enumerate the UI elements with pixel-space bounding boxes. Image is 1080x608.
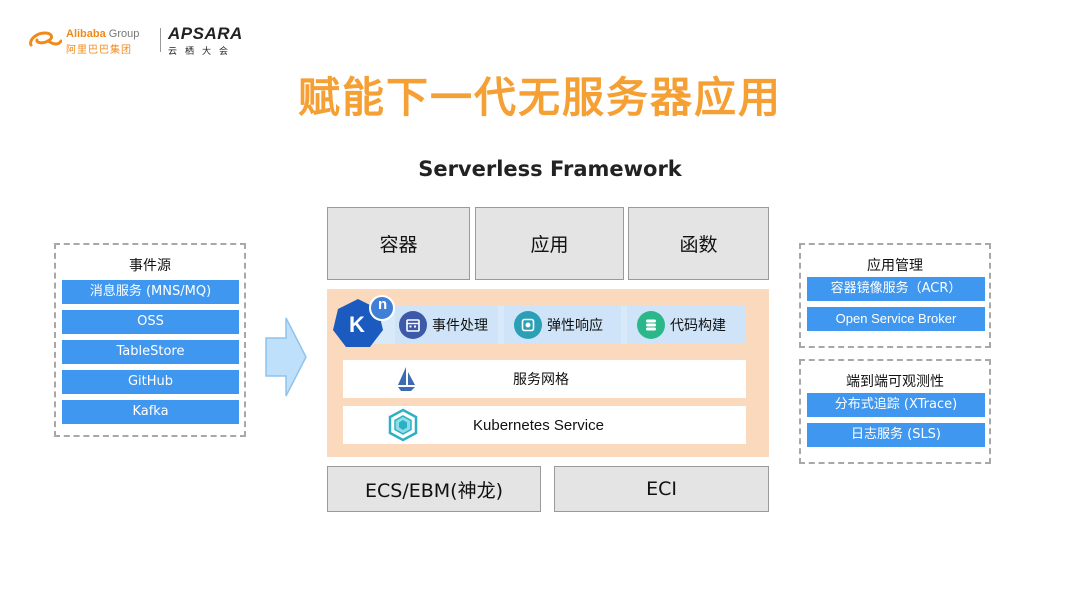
event-source-item: OSS xyxy=(62,310,239,334)
observability-item: 分布式追踪 (XTrace) xyxy=(807,393,985,417)
observability-title: 端到端可观测性 xyxy=(846,374,944,390)
event-source-item: Kafka xyxy=(62,400,239,424)
service-mesh-row: 服务网格 xyxy=(343,360,746,398)
container-box: 容器 xyxy=(327,207,470,280)
istio-sail-icon xyxy=(398,367,415,391)
feature-label: 代码构建 xyxy=(670,318,726,334)
eci-box: ECI xyxy=(554,466,769,512)
kubernetes-service-icon xyxy=(388,408,418,442)
app-management-item: Open Service Broker xyxy=(807,307,985,331)
event-source-title: 事件源 xyxy=(129,258,171,274)
kubernetes-service-label: Kubernetes Service xyxy=(473,416,604,434)
database-icon xyxy=(637,311,665,339)
app-management-item: 容器镜像服务（ACR） xyxy=(807,277,985,301)
kubernetes-service-row: Kubernetes Service xyxy=(343,406,746,444)
knative-letter: K xyxy=(349,312,365,337)
ecs-ebm-box: ECS/EBM(神龙) xyxy=(327,466,541,512)
event-source-item: 消息服务 (MNS/MQ) xyxy=(62,280,239,304)
feature-event-handling: 事件处理 xyxy=(395,306,498,344)
application-box: 应用 xyxy=(475,207,624,280)
observability-item: 日志服务 (SLS) xyxy=(807,423,985,447)
function-box: 函数 xyxy=(628,207,769,280)
calendar-icon xyxy=(399,311,427,339)
knative-logo-icon xyxy=(333,295,395,347)
elastic-icon xyxy=(514,311,542,339)
service-mesh-label: 服务网格 xyxy=(513,372,569,388)
apsara-logo: APSARA 云栖大会 xyxy=(168,24,243,57)
feature-elastic-response: 弹性响应 xyxy=(504,306,621,344)
feature-label: 弹性响应 xyxy=(547,318,603,334)
feature-code-build: 代码构建 xyxy=(627,306,746,344)
alibaba-mark-icon xyxy=(29,31,62,47)
right-arrow-icon xyxy=(265,317,307,397)
app-management-title: 应用管理 xyxy=(867,258,923,274)
feature-label: 事件处理 xyxy=(432,318,488,334)
page-title: 赋能下一代无服务器应用 xyxy=(297,73,782,122)
alibaba-group-logo: Alibaba Group 阿里巴巴集团 xyxy=(28,26,158,56)
alibaba-wordmark: Alibaba Group xyxy=(66,28,140,40)
knative-badge: n xyxy=(378,296,388,313)
logo-divider xyxy=(160,28,161,52)
event-source-item: TableStore xyxy=(62,340,239,364)
framework-title: Serverless Framework xyxy=(418,157,682,181)
alibaba-cn-wordmark: 阿里巴巴集团 xyxy=(66,45,132,56)
event-source-item: GitHub xyxy=(62,370,239,394)
